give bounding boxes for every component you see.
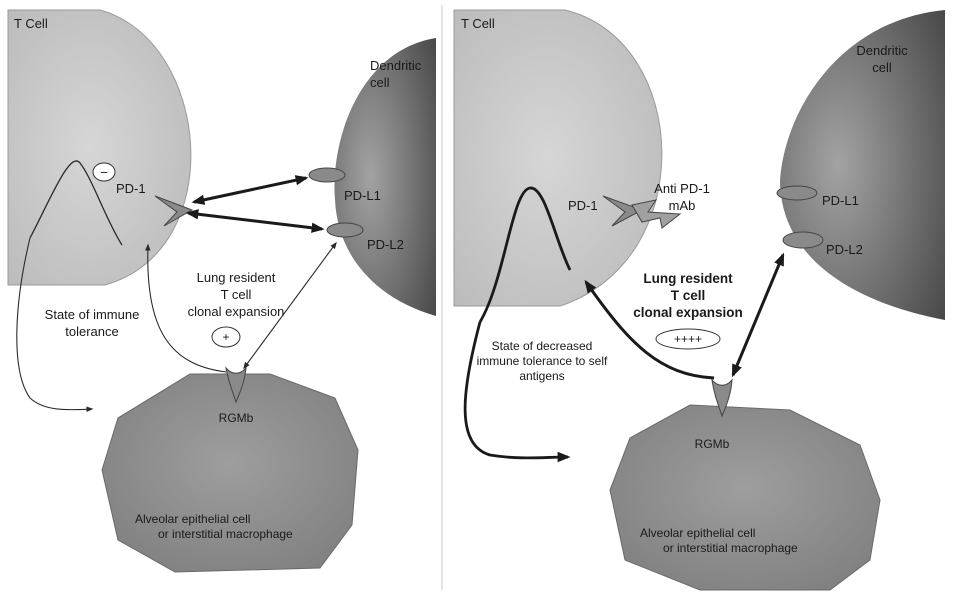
left-plus-sign: + (222, 330, 229, 344)
right-pd1-label: PD-1 (568, 198, 598, 213)
left-pd1-receptor (154, 195, 194, 227)
right-anti-pd1-mab (631, 199, 682, 229)
right-pdl2-receptor (782, 231, 824, 249)
right-t-cell (453, 9, 663, 307)
right-tolerance-arrow (463, 321, 571, 463)
right-pdl2-label: PD-L2 (826, 242, 863, 257)
left-rgmb-tcell-arrow (145, 243, 227, 373)
left-dendritic-cell (334, 38, 436, 316)
right-target-cell (609, 404, 881, 591)
right-pdl1-receptor (776, 185, 818, 201)
left-pd1-pdl2-arrow (185, 209, 325, 233)
left-plus-badge (211, 326, 241, 348)
right-plus-badge (655, 328, 721, 350)
right-pd1-receptor (602, 195, 644, 227)
right-pdl1-label: PD-L1 (822, 193, 859, 208)
left-signal-curve (29, 160, 123, 246)
right-signal-curve (478, 186, 572, 323)
left-pdl2-receptor (326, 222, 364, 238)
left-t-cell (7, 9, 192, 286)
left-minus-badge (92, 162, 116, 182)
left-tolerance-arrow (16, 237, 94, 413)
right-rgmb-label: RGMb (695, 437, 730, 451)
left-rgmb-receptor (225, 366, 247, 404)
left-pdl1-label: PD-L1 (344, 188, 381, 203)
left-minus-sign: − (100, 165, 108, 180)
right-t-cell-label: T Cell (461, 16, 495, 31)
left-target-cell (101, 373, 359, 573)
right-pdl2-rgmb-arrow (731, 252, 785, 378)
right-rgmb-receptor (711, 378, 733, 418)
left-t-cell-label: T Cell (14, 16, 48, 31)
left-pd1-pdl1-arrow (191, 175, 309, 205)
left-pdl2-label: PD-L2 (367, 237, 404, 252)
right-plus-signs: ++++ (674, 332, 702, 346)
left-pdl1-receptor (308, 167, 346, 183)
left-pd1-label: PD-1 (116, 181, 146, 196)
right-rgmb-tcell-arrow (584, 279, 715, 380)
left-pdl2-rgmb-arrow (243, 241, 337, 370)
left-rgmb-label: RGMb (219, 411, 254, 425)
